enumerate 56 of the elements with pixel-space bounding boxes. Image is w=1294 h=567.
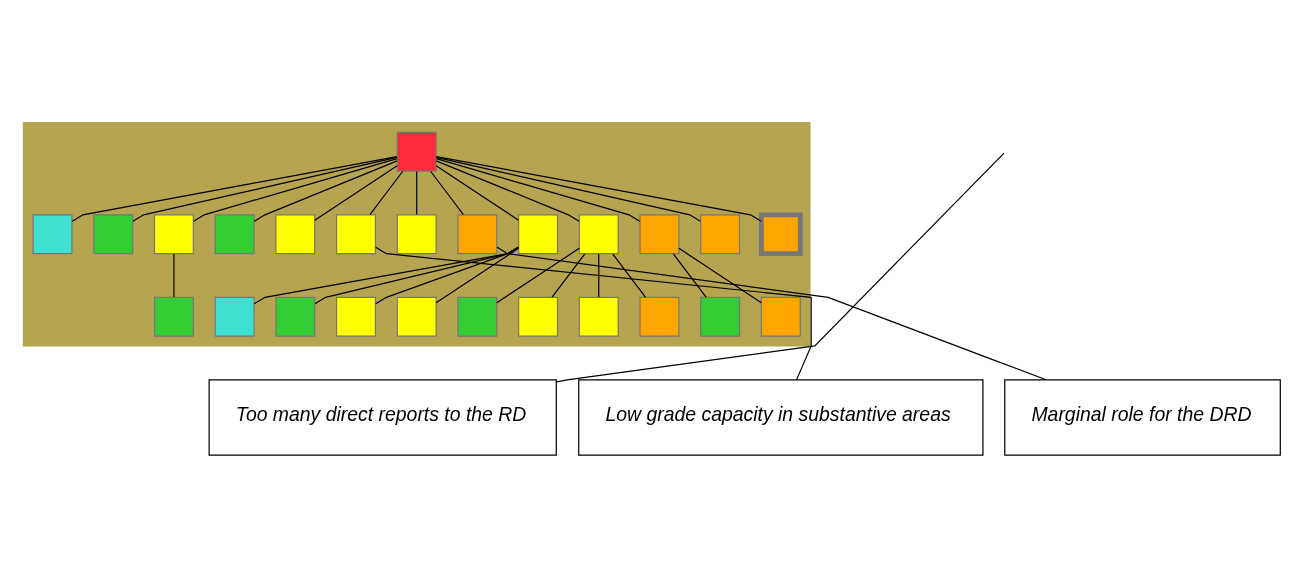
node-box [335,213,376,254]
connector [375,246,812,380]
connector [435,247,520,303]
node-box [32,213,73,254]
node-box [457,213,498,254]
node-box [275,213,316,254]
node-box [578,296,619,337]
connector [598,252,600,298]
connector [672,252,707,298]
connector [314,164,398,221]
node-box [639,296,680,337]
node-box: Marginal role for the DRD [1004,378,1281,456]
node-box [214,296,255,337]
node-box [396,296,437,337]
connector [496,246,1047,380]
connector [71,155,398,222]
node-box [335,296,376,337]
node-box [518,296,559,337]
node-box [518,213,559,254]
node-box [396,131,437,172]
node-box: Too many direct reports to the RD [208,378,557,456]
connector [416,170,418,215]
connector [369,170,404,215]
connector [678,247,762,303]
connector [435,164,520,221]
node-box [396,213,437,254]
node-box [639,213,680,254]
connector [253,246,519,304]
node-box: Low grade capacity in substantive areas [578,378,984,456]
connector [435,157,641,222]
connector [253,159,398,222]
connector [435,155,762,222]
node-box [275,296,316,337]
node-box [700,213,741,254]
connector [430,170,464,215]
connector [496,247,580,303]
connector [314,246,519,304]
connector [193,157,398,222]
connector [435,159,580,222]
connector [173,252,175,298]
node-box [93,213,134,254]
node-box [758,211,803,256]
node-box [153,213,194,254]
connector [375,246,519,304]
node-box [578,213,619,254]
connector [556,151,1005,383]
connector [551,252,586,298]
node-box [214,213,255,254]
node-box [457,296,498,337]
node-box [153,296,194,337]
connector [435,156,701,222]
connector [132,156,398,222]
node-box [760,296,801,337]
connector [612,252,647,298]
node-box [700,296,741,337]
cluster [22,121,811,346]
